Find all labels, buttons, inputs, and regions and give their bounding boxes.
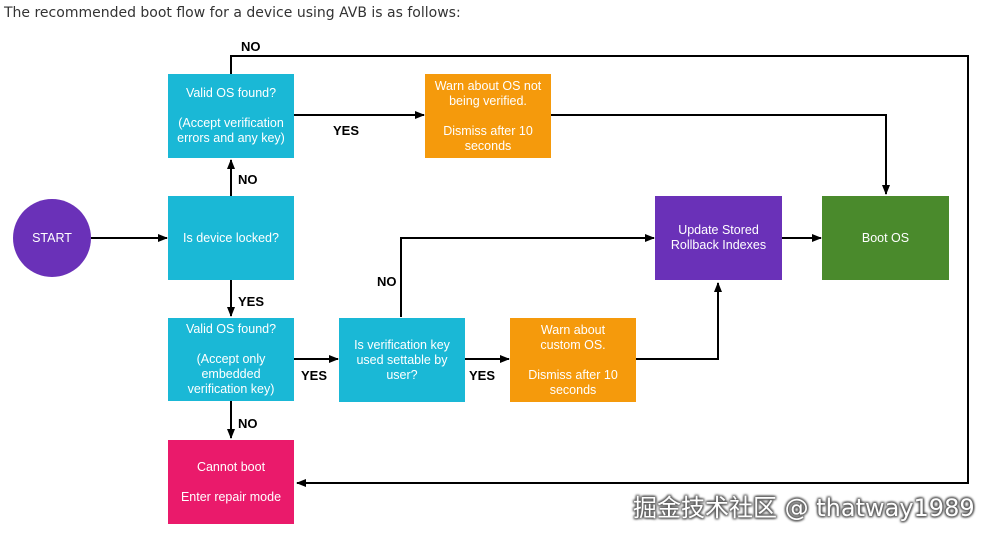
boot-os-label: Boot OS [861, 230, 910, 245]
edge-label-yes-verif: YES [469, 368, 496, 383]
warn-custom-line4: seconds [549, 382, 597, 397]
valid-os-locked-line1: (Accept only [196, 352, 266, 366]
warn-not-verified-line2: being verified. [449, 93, 527, 108]
warn-custom-line2: custom OS. [540, 337, 606, 352]
start-node: START [13, 199, 91, 277]
valid-os-unlocked-line1: (Accept verification [178, 116, 284, 130]
update-rollback-line2: Rollback Indexes [670, 238, 767, 252]
edge-label-no-cannot: NO [238, 416, 258, 431]
valid-os-unlocked-title: Valid OS found? [185, 86, 277, 100]
intro-caption: The recommended boot flow for a device u… [4, 5, 461, 21]
edge-label-no-verif: NO [377, 274, 397, 289]
cannot-boot-line2: Enter repair mode [180, 489, 282, 504]
verification-key-node: Is verification key used settable by use… [339, 318, 465, 402]
warn-not-verified-line1: Warn about OS not [434, 78, 542, 93]
edge-label-no-locked: NO [238, 172, 258, 187]
is-locked-label: Is device locked? [183, 230, 279, 245]
watermark: 掘金技术社区 @ thatway1989 [633, 494, 975, 522]
start-node-circle [13, 199, 91, 277]
valid-os-locked-title: Valid OS found? [185, 322, 277, 336]
edge-verif-to-update [400, 234, 655, 317]
warn-custom-line3: Dismiss after 10 [528, 367, 618, 382]
edge-warn-to-boot [551, 114, 890, 195]
edge-warn-custom-to-update [636, 282, 722, 360]
edge-label-yes-valid-locked: YES [301, 368, 328, 383]
edge-label-no-top: NO [241, 39, 261, 54]
valid-os-locked-line3: verification key) [187, 382, 275, 396]
update-rollback-node: Update Stored Rollback Indexes [655, 196, 782, 280]
verification-key-line3: user? [386, 367, 418, 382]
is-locked-node: Is device locked? [168, 196, 294, 280]
verification-key-line2: used settable by [356, 352, 448, 367]
boot-os-node: Boot OS [822, 196, 949, 280]
warn-not-verified-line4: seconds [464, 138, 512, 153]
cannot-boot-node: Cannot boot Enter repair mode [168, 440, 294, 524]
update-rollback-line1: Update Stored [678, 223, 759, 237]
edge-label-yes-warn: YES [333, 123, 360, 138]
valid-os-locked-line2: embedded [201, 367, 261, 381]
valid-os-unlocked-line2: errors and any key) [177, 131, 285, 145]
verification-key-line1: Is verification key [354, 337, 450, 352]
warn-not-verified-node: Warn about OS not being verified. Dismis… [425, 74, 551, 158]
edge-label-yes-locked: YES [238, 294, 265, 309]
start-label: START [32, 230, 72, 245]
warn-custom-line1: Warn about [540, 322, 606, 337]
warn-not-verified-line3: Dismiss after 10 [443, 123, 533, 138]
warn-custom-os-node: Warn about custom OS. Dismiss after 10 s… [510, 318, 636, 402]
valid-os-locked-node: Valid OS found? (Accept only embedded ve… [168, 318, 294, 401]
valid-os-unlocked-node: Valid OS found? (Accept verification err… [168, 74, 294, 158]
edge-no-loop [230, 55, 969, 487]
cannot-boot-line1: Cannot boot [196, 459, 266, 474]
